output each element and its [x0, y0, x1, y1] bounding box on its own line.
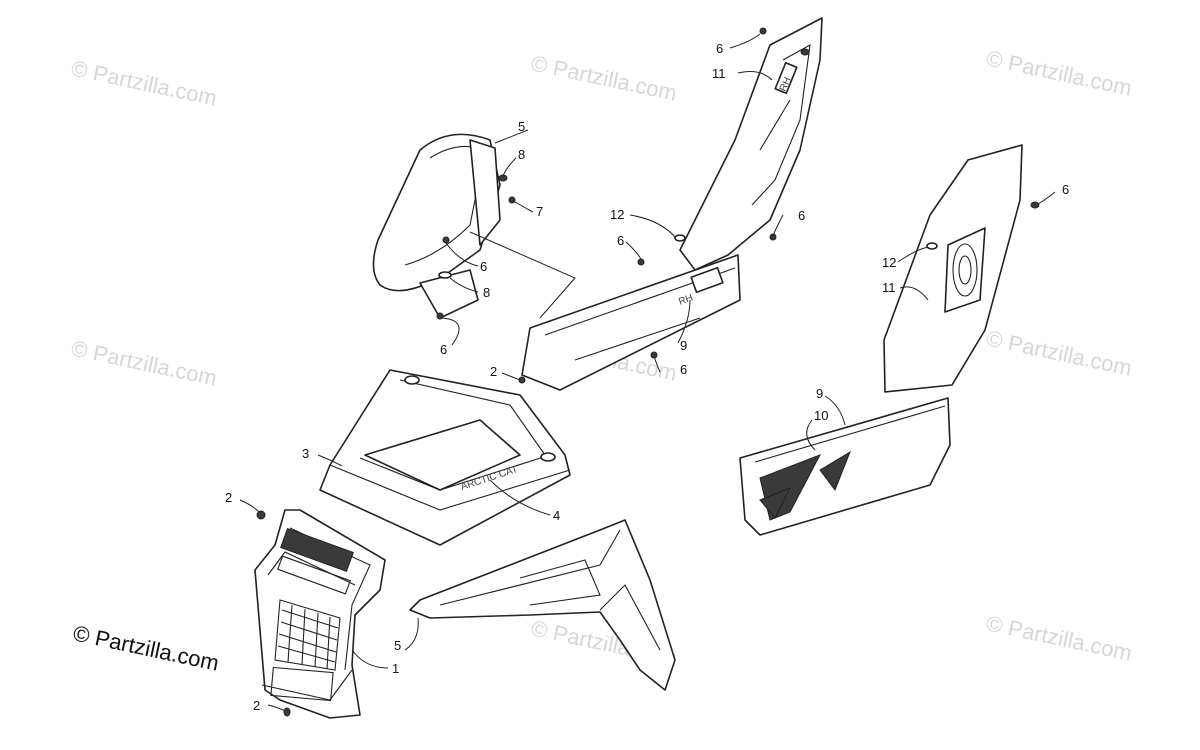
part-3-hood: ARCTIC CAT: [319, 369, 571, 546]
callout-8: 8: [518, 147, 525, 162]
callout-9: 9: [816, 386, 823, 401]
callout-10: 10: [814, 408, 828, 423]
callout-7: 7: [536, 204, 543, 219]
callout-1: 1: [392, 661, 399, 676]
callout-12: 12: [610, 207, 624, 222]
watermark: © Partzilla.com: [529, 50, 679, 105]
callout-9: 9: [680, 338, 687, 353]
callout-11: 11: [712, 66, 726, 81]
callouts: 1 2 2 2 3 4 5 5 6 6 6 6 6 6 6 7 8 8 9 9 …: [225, 41, 1069, 713]
callout-6: 6: [680, 362, 687, 377]
fasteners: [256, 27, 767, 717]
part-1-front-grille: [254, 509, 386, 719]
watermark: © Partzilla.com: [69, 335, 219, 390]
callout-6: 6: [440, 342, 447, 357]
callout-2: 2: [253, 698, 260, 713]
callout-6: 6: [1062, 182, 1069, 197]
callout-5: 5: [518, 119, 525, 134]
copyright-credit: © Partzilla.com: [71, 620, 221, 675]
part-9-upper-panel: RH: [521, 254, 741, 391]
part-5-lower-fairing: [409, 519, 676, 691]
callout-6: 6: [716, 41, 723, 56]
callout-12: 12: [882, 255, 896, 270]
callout-5: 5: [394, 638, 401, 653]
leader-lines: [239, 33, 1056, 712]
callout-6: 6: [798, 208, 805, 223]
watermark: © Partzilla.com: [984, 610, 1134, 665]
watermark: © Partzilla.com: [984, 45, 1134, 100]
callout-2: 2: [225, 490, 232, 505]
callout-6: 6: [480, 259, 487, 274]
watermark: © Partzilla.com: [69, 55, 219, 110]
part-11-upper-panel: RH: [674, 17, 823, 271]
callout-4: 4: [553, 508, 560, 523]
part-5-upper-fairing: [372, 133, 576, 320]
part-9-right-panel: [739, 397, 951, 536]
callout-8: 8: [483, 285, 490, 300]
callout-6: 6: [617, 233, 624, 248]
watermark: © Partzilla.com: [984, 325, 1134, 380]
part-11-right-panel: [883, 144, 1040, 393]
callout-3: 3: [302, 446, 309, 461]
callout-11: 11: [882, 280, 896, 295]
callout-2: 2: [490, 364, 497, 379]
